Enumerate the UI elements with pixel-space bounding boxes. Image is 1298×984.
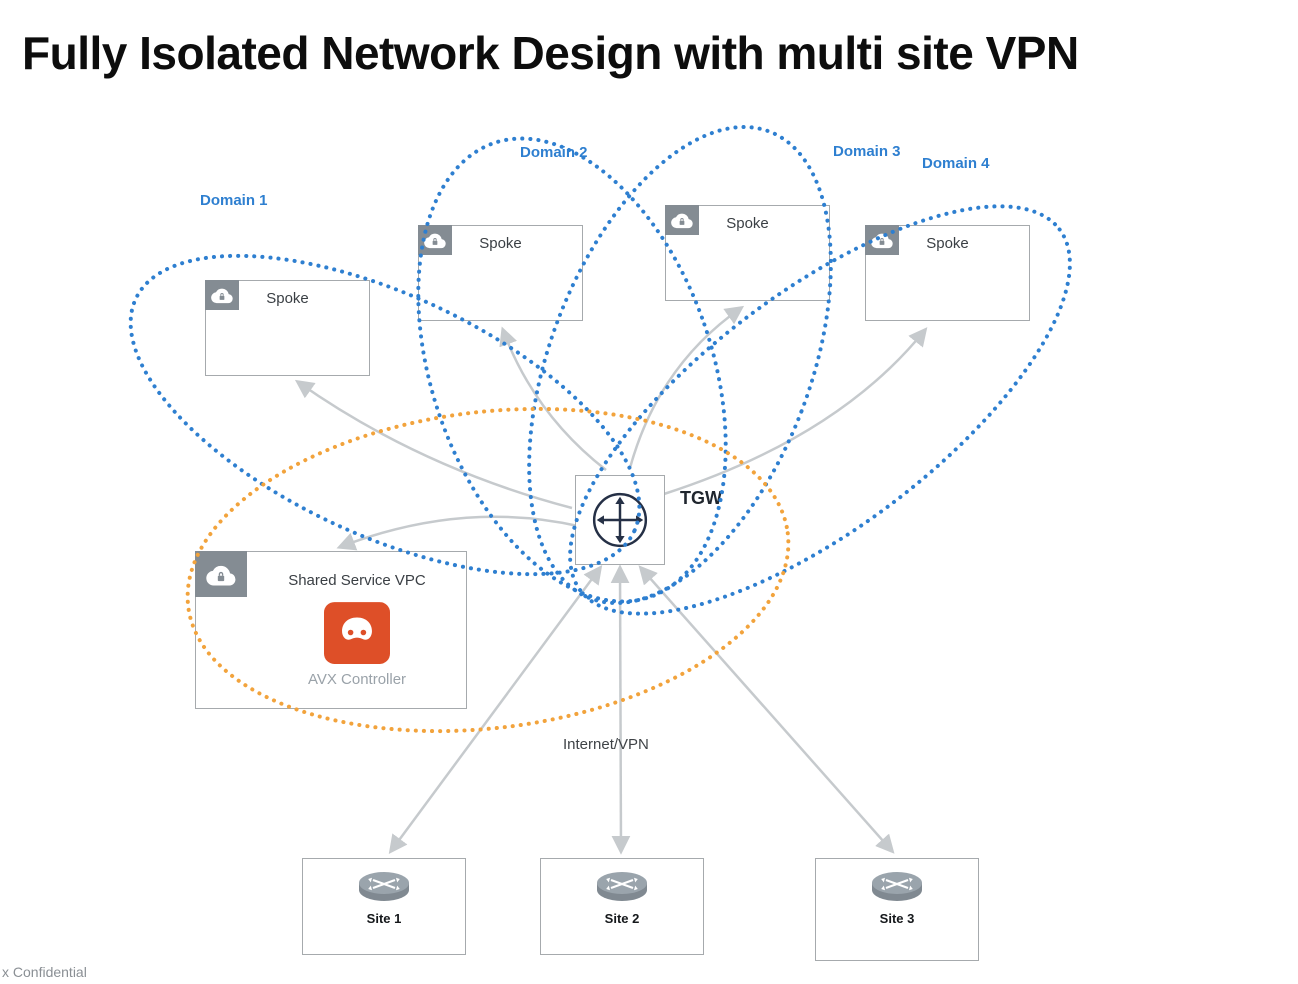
cloud-lock-icon bbox=[195, 551, 247, 597]
site-box-3: Site 3 bbox=[815, 858, 979, 961]
spoke-box-1: Spoke bbox=[205, 280, 370, 376]
spoke-label: Spoke bbox=[266, 290, 309, 307]
site-label: Site 3 bbox=[879, 911, 915, 926]
shared-service-vpc-box: Shared Service VPC AVX Controller bbox=[195, 551, 467, 709]
avx-controller-label: AVX Controller bbox=[307, 671, 407, 688]
site-label: Site 1 bbox=[366, 911, 402, 926]
router-icon bbox=[597, 872, 647, 901]
site-box-1: Site 1 bbox=[302, 858, 466, 955]
spoke-label: Spoke bbox=[726, 215, 769, 232]
transit-gateway-icon bbox=[592, 492, 648, 548]
aviatrix-controller-icon bbox=[324, 602, 390, 664]
spoke-box-2: Spoke bbox=[418, 225, 583, 321]
spoke-box-4: Spoke bbox=[865, 225, 1030, 321]
spoke-label: Spoke bbox=[926, 235, 969, 252]
shared-service-content: Shared Service VPC AVX Controller bbox=[248, 552, 466, 708]
tgw-box: TGW bbox=[575, 475, 722, 565]
site-box-2: Site 2 bbox=[540, 858, 704, 955]
tgw-label: TGW bbox=[680, 488, 722, 508]
site-label: Site 2 bbox=[604, 911, 640, 926]
page-title: Fully Isolated Network Design with multi… bbox=[22, 27, 1079, 79]
router-icon bbox=[359, 872, 409, 901]
spoke-label: Spoke bbox=[479, 235, 522, 252]
shared-service-title: Shared Service VPC bbox=[288, 572, 426, 589]
spoke-box-3: Spoke bbox=[665, 205, 830, 301]
router-icon bbox=[872, 872, 922, 901]
